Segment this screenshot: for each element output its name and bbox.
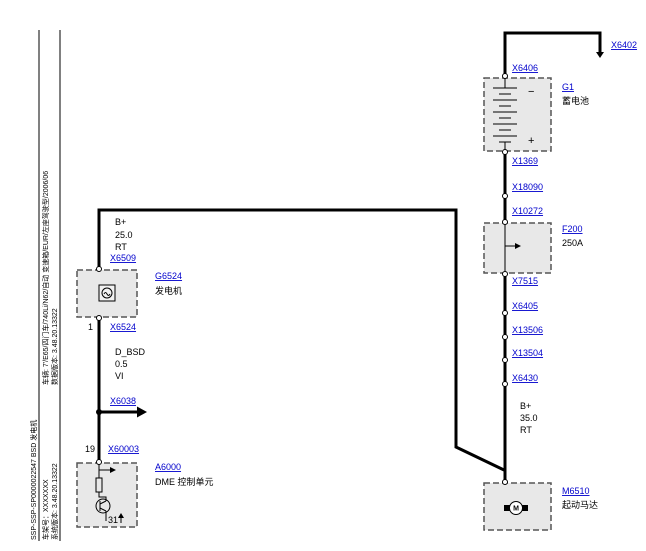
battery-name: 蓄电池	[562, 95, 589, 106]
starter-name: 起动马达	[562, 499, 598, 510]
generator-icon	[98, 284, 116, 302]
document-margin: SSP-SSP-SP0000022547 BSD 发电机 车架号：XXXXXXX…	[29, 30, 61, 541]
connector-x13504-label[interactable]: X13504	[512, 348, 543, 358]
connector-x13506-pin	[502, 334, 508, 340]
motor-icon: M	[504, 501, 528, 515]
vin-number: 车架号：XXXXXXX	[41, 479, 50, 540]
connector-x6524-pin	[96, 315, 102, 321]
connector-x7515-pin	[502, 271, 508, 277]
connector-x6402-label[interactable]: X6402	[611, 40, 637, 50]
connector-x10272-pin	[502, 219, 508, 225]
starter-id-link[interactable]: M6510	[562, 486, 590, 496]
bsd-wire-signal: D_BSD	[115, 347, 146, 357]
fuse-component	[483, 222, 552, 274]
generator-wire-color: RT	[115, 242, 127, 252]
connector-x18090-pin	[502, 193, 508, 199]
wire-battery-to-x6402	[503, 31, 602, 76]
starter-wire-signal: B+	[520, 401, 531, 411]
bsd-wire-color: VI	[115, 371, 124, 381]
motor-symbol-letter: M	[513, 506, 519, 513]
connector-x6509-label[interactable]: X6509	[110, 253, 136, 263]
connector-x1369-pin	[502, 149, 508, 155]
connector-x13504-pin	[502, 357, 508, 363]
battery-component	[483, 77, 552, 152]
connector-x1369-label[interactable]: X1369	[512, 156, 538, 166]
ground-icon	[596, 52, 604, 58]
connector-x6406-label[interactable]: X6406	[512, 63, 538, 73]
dme-ground-terminal: 31	[108, 515, 118, 525]
pin-number-x6524: 1	[88, 322, 93, 332]
fuse-icon	[504, 224, 521, 272]
arrow-right-icon	[137, 406, 147, 418]
connector-x6038-label[interactable]: X6038	[110, 396, 136, 406]
data-version: 数据版本: 3.48.20.13322	[50, 308, 59, 385]
connector-x6430-pin	[502, 381, 508, 387]
dme-id-link[interactable]: A6000	[155, 462, 181, 472]
connector-starter-pin	[502, 479, 508, 485]
vehicle-info: 车辆: 7'/E65/四门车/740Li/N62/自动 变速箱/EUR/左座驾驶…	[41, 171, 50, 385]
dme-name: DME 控制单元	[155, 476, 214, 487]
connector-x6405-pin	[502, 310, 508, 316]
connector-x13506-label[interactable]: X13506	[512, 325, 543, 335]
generator-wire-cross-section: 25.0	[115, 230, 133, 240]
connector-x60003-label[interactable]: X60003	[108, 444, 139, 454]
generator-id-link[interactable]: G6524	[155, 271, 182, 281]
starter-wire-cross-section: 35.0	[520, 413, 538, 423]
wire-generator-to-starter	[97, 208, 505, 472]
generator-wire-signal: B+	[115, 217, 126, 227]
dme-component	[76, 462, 138, 528]
system-version: 系统版本: 3.48.20.13322	[50, 463, 59, 540]
connector-x7515-label[interactable]: X7515	[512, 276, 538, 286]
splice-point	[96, 409, 102, 415]
generator-name: 发电机	[155, 285, 182, 296]
battery-id-link[interactable]: G1	[562, 82, 574, 92]
battery-plus-sign: +	[528, 135, 534, 147]
fuse-rating: 250A	[562, 238, 583, 248]
document-id: SSP-SSP-SP0000022547 BSD 发电机	[29, 420, 38, 540]
pin-number-x60003: 19	[85, 444, 95, 454]
battery-minus-sign: −	[528, 86, 534, 98]
battery-icon	[493, 79, 517, 151]
connector-x6524-label[interactable]: X6524	[110, 322, 136, 332]
bsd-wire-cross-section: 0.5	[115, 359, 128, 369]
connector-x6430-label[interactable]: X6430	[512, 373, 538, 383]
connector-x18090-label[interactable]: X18090	[512, 182, 543, 192]
starter-wire-color: RT	[520, 425, 532, 435]
transistor-icon	[95, 464, 124, 523]
connector-x10272-label[interactable]: X10272	[512, 206, 543, 216]
fuse-id-link[interactable]: F200	[562, 224, 583, 234]
connector-x6406-pin	[502, 73, 508, 79]
connector-x60003-pin	[96, 459, 102, 465]
connector-x6405-label[interactable]: X6405	[512, 301, 538, 311]
connector-x6509-pin	[96, 266, 102, 272]
